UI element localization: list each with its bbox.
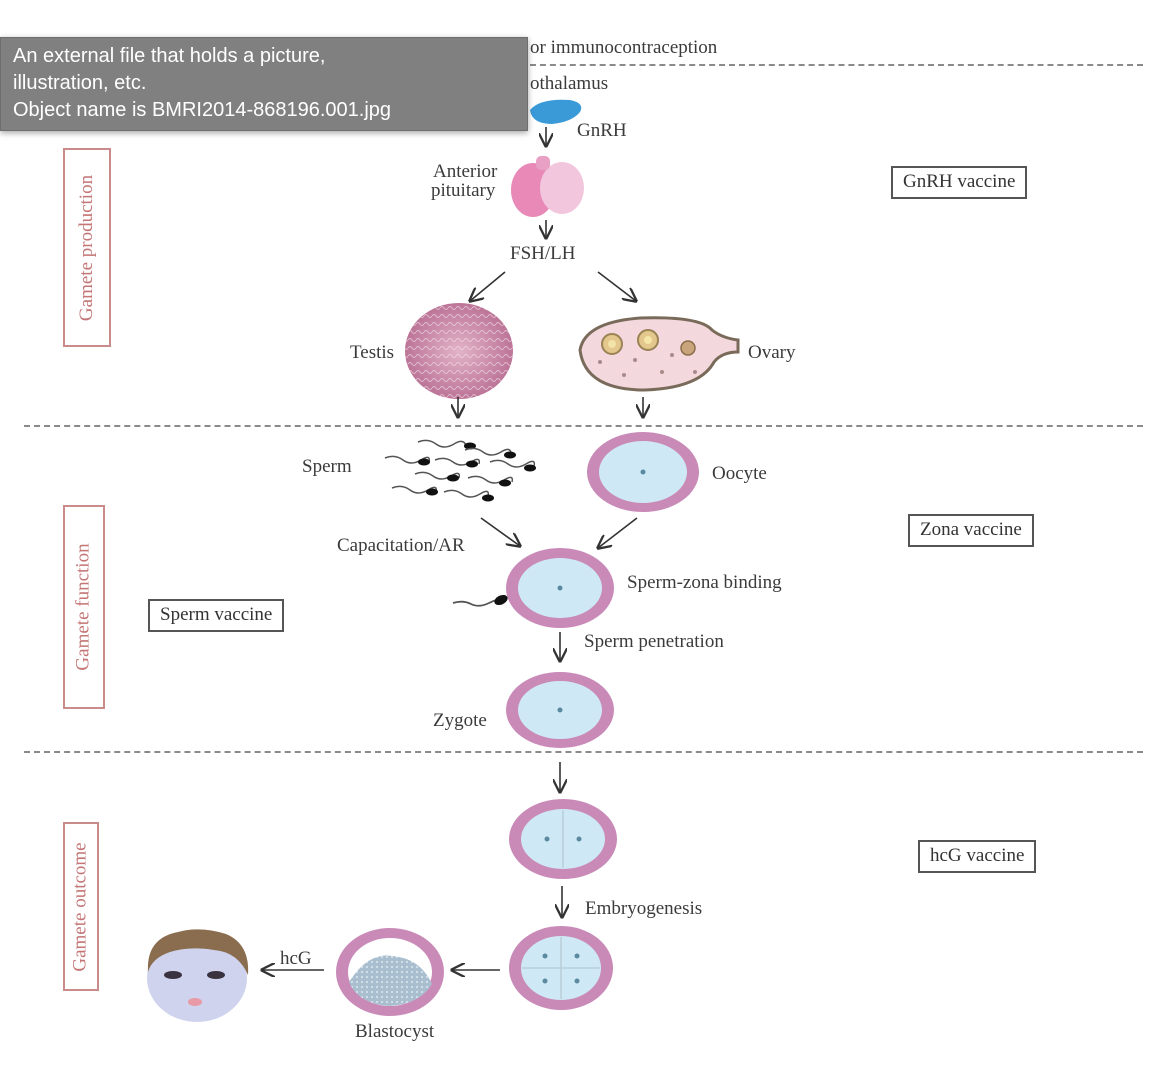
arrow-oocyte-to-binding: [598, 517, 638, 548]
label-hypothalamus: othalamus: [530, 73, 609, 94]
oocyte-shape: [587, 432, 699, 512]
label-blastocyst: Blastocyst: [355, 1021, 435, 1042]
section-label: Gamete function: [73, 543, 94, 671]
label-anterior: Anterior: [433, 161, 498, 182]
tooltip-line: Object name is BMRI2014-868196.001.jpg: [13, 99, 392, 121]
baby-face-shape: [147, 929, 249, 1022]
label-sperm-penetration: Sperm penetration: [584, 631, 724, 652]
label-testis: Testis: [350, 342, 395, 363]
arrow-capacitation: [480, 517, 520, 546]
section-gamete-function: Gamete function: [63, 505, 105, 709]
arrow-to-testis: [470, 271, 506, 301]
label-oocyte: Oocyte: [712, 463, 767, 484]
zygote-shape: [506, 672, 614, 748]
zona-vaccine-box: Zona vaccine: [908, 514, 1034, 547]
pituitary-shape: [511, 156, 584, 217]
section-label: Gamete production: [76, 174, 97, 321]
hcg-vaccine-box: hcG vaccine: [918, 840, 1037, 873]
label-fsh-lh: FSH/LH: [510, 243, 576, 264]
separator-title: [530, 64, 1143, 66]
sperm-cluster: [384, 439, 536, 502]
four-cell-embryo-shape: [509, 926, 613, 1010]
ovary-shape: [578, 316, 740, 392]
tooltip-line: illustration, etc.: [13, 72, 147, 94]
section-gamete-outcome: Gamete outcome: [63, 822, 99, 991]
label-pituitary: pituitary: [431, 180, 496, 201]
label-gnrh: GnRH: [577, 120, 627, 141]
tooltip-line: An external file that holds a picture,: [13, 45, 326, 67]
label-embryogenesis: Embryogenesis: [585, 898, 703, 919]
arrow-to-ovary: [597, 271, 636, 301]
separator-production-function: [24, 425, 1143, 427]
gnrh-vaccine-box: GnRH vaccine: [891, 166, 1028, 199]
label-ovary: Ovary: [748, 342, 796, 363]
label-hcg: hcG: [280, 948, 312, 969]
separator-function-outcome: [24, 751, 1143, 753]
two-cell-embryo-shape: [509, 799, 617, 879]
label-zygote: Zygote: [433, 710, 487, 731]
figure-title: or immunocontraception: [530, 37, 718, 58]
sperm-vaccine-box: Sperm vaccine: [148, 599, 285, 632]
label-capacitation: Capacitation/AR: [337, 535, 465, 556]
label-sperm-zona-binding: Sperm-zona binding: [627, 572, 782, 593]
section-gamete-production: Gamete production: [63, 148, 111, 347]
sperm-zona-binding-shape: [452, 548, 614, 628]
label-sperm: Sperm: [302, 456, 352, 477]
section-label: Gamete outcome: [70, 841, 92, 972]
hypothalamus-shape: [530, 99, 582, 124]
blastocyst-shape: [336, 928, 444, 1016]
image-tooltip: An external file that holds a picture, i…: [0, 37, 528, 131]
